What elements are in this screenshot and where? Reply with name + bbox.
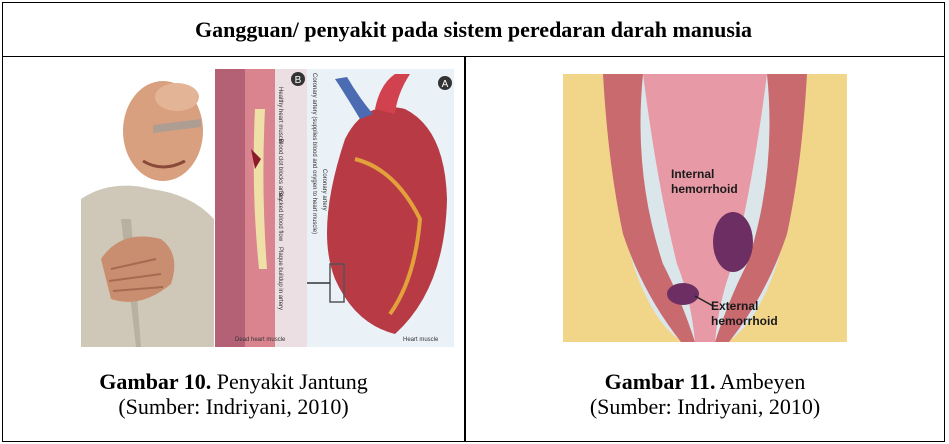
label-coronary-mid: Coronary artery: [321, 169, 327, 211]
label-external-2: hemorrhoid: [711, 314, 778, 328]
label-blocked-flow: Blocked blood flow: [277, 191, 283, 242]
man-chest-pain-photo: [81, 69, 214, 347]
table-header: Gangguan/ penyakit pada sistem peredaran…: [3, 3, 944, 57]
heart-attack-diagram: B A Healthy heart muscle Blood clot bloc…: [215, 69, 454, 347]
caption-source: (Sumber: Indriyani, 2010): [466, 394, 944, 419]
panel-mark-a: A: [442, 79, 449, 90]
cell-hemorrhoid: Internal hemorrhoid External hemorrhoid …: [466, 57, 944, 441]
hemorrhoid-diagram: Internal hemorrhoid External hemorrhoid: [563, 74, 847, 342]
panel-mark-b: B: [295, 75, 302, 86]
label-internal-1: Internal: [671, 167, 714, 181]
label-external-1: External: [711, 299, 758, 313]
caption-source: (Sumber: Indriyani, 2010): [3, 394, 464, 419]
label-internal-2: hemorrhoid: [671, 182, 738, 196]
table-title: Gangguan/ penyakit pada sistem peredaran…: [195, 17, 752, 43]
caption-label: Gambar 11.: [605, 369, 716, 394]
label-plaque: Plaque buildup in artery: [277, 247, 283, 310]
caption-figure-10: Gambar 10. Penyakit Jantung (Sumber: Ind…: [3, 369, 464, 419]
label-healthy-muscle: Healthy heart muscle: [277, 87, 283, 144]
label-dead-muscle: Dead heart muscle: [235, 337, 286, 343]
label-coronary-top: Coronary artery (supplies blood and oxyg…: [311, 73, 317, 234]
label-heart-muscle: Heart muscle: [403, 337, 439, 343]
caption-text: Ambeyen: [716, 369, 806, 394]
caption-text: Penyakit Jantung: [211, 369, 367, 394]
caption-figure-11: Gambar 11. Ambeyen (Sumber: Indriyani, 2…: [466, 369, 944, 419]
caption-label: Gambar 10.: [99, 369, 211, 394]
cell-heart-disease: B A Healthy heart muscle Blood clot bloc…: [3, 57, 464, 441]
